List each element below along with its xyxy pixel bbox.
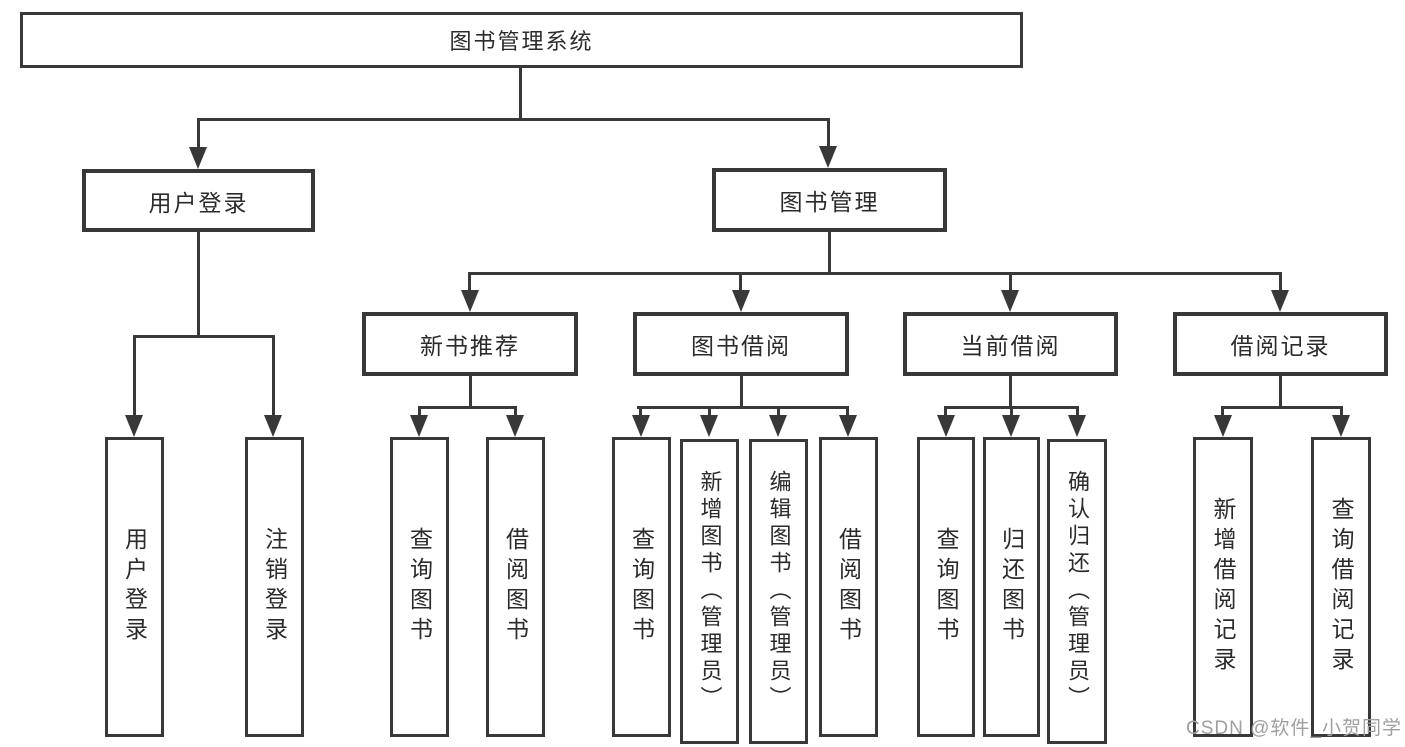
arrow-down [1001, 290, 1019, 312]
arrow-down [632, 415, 650, 437]
node-current-borrowing: 当前借阅 [903, 312, 1118, 376]
node-borrowing-records: 借阅记录 [1173, 312, 1388, 376]
connector-line [740, 376, 743, 409]
arrow-down [937, 415, 955, 437]
connector-line [1009, 376, 1012, 409]
connector-line [1279, 376, 1282, 409]
arrow-down [700, 415, 718, 437]
node-library-system: 图书管理系统 [20, 12, 1023, 68]
connector-line [1340, 406, 1343, 417]
leaf-current-query-book: 查询图书 [917, 437, 975, 737]
arrow-down [819, 146, 837, 168]
leaf-borrowing-query-book: 查询图书 [612, 437, 671, 737]
arrow-down [732, 290, 750, 312]
connector-line [418, 406, 421, 417]
connector-line [197, 232, 200, 338]
connector-line [1279, 272, 1282, 292]
node-book-borrowing: 图书借阅 [633, 312, 849, 376]
arrow-down [1271, 290, 1289, 312]
connector-line [133, 335, 136, 417]
arrow-down [189, 147, 207, 169]
node-new-book-recommendation: 新书推荐 [362, 312, 578, 376]
connector-line [1076, 406, 1079, 417]
connector-line [519, 68, 522, 120]
arrow-down [125, 415, 143, 437]
leaf-current-return-book: 归还图书 [983, 437, 1040, 737]
connector-line [637, 406, 849, 409]
arrow-down [506, 415, 524, 437]
leaf-records-add-borrow-record: 新增借阅记录 [1193, 437, 1253, 737]
connector-line [469, 376, 472, 409]
connector-line [468, 272, 471, 292]
arrow-down [1002, 415, 1020, 437]
connector-line [827, 118, 830, 150]
node-book-management: 图书管理 [712, 168, 947, 232]
leaf-recommend-borrow-book: 借阅图书 [486, 437, 545, 737]
connector-line [197, 118, 200, 150]
arrow-down [264, 415, 282, 437]
arrow-down [1068, 415, 1086, 437]
connector-line [468, 272, 1282, 275]
leaf-records-query-borrow-record: 查询借阅记录 [1311, 437, 1371, 737]
connector-line [197, 118, 830, 121]
connector-line [418, 406, 517, 409]
watermark: CSDN @软件_小贺同学 [1186, 718, 1402, 739]
leaf-borrowing-add-book-admin: 新增图书（管理员） [680, 439, 739, 744]
leaf-current-confirm-return-admin: 确认归还（管理员） [1047, 439, 1107, 744]
connector-line [639, 406, 642, 417]
arrow-down [461, 290, 479, 312]
connector-line [272, 335, 275, 417]
connector-line [828, 232, 831, 275]
connector-line [846, 406, 849, 417]
connector-line [1010, 406, 1013, 417]
leaf-user-login: 用户登录 [105, 437, 164, 737]
connector-line [708, 406, 711, 417]
connector-line [777, 406, 780, 417]
arrow-down [1332, 415, 1350, 437]
node-user-login: 用户登录 [82, 169, 315, 232]
arrow-down [769, 415, 787, 437]
leaf-logout: 注销登录 [245, 437, 304, 737]
connector-line [1221, 406, 1224, 417]
connector-line [1221, 406, 1343, 409]
connector-line [514, 406, 517, 417]
leaf-borrowing-edit-book-admin: 编辑图书（管理员） [749, 439, 808, 744]
connector-line [1009, 272, 1012, 292]
connector-line [133, 335, 275, 338]
leaf-borrowing-borrow-book: 借阅图书 [819, 437, 878, 737]
arrow-down [839, 415, 857, 437]
connector-line [944, 406, 947, 417]
arrow-down [410, 415, 428, 437]
leaf-recommend-query-book: 查询图书 [390, 437, 449, 737]
arrow-down [1214, 415, 1232, 437]
connector-line [739, 272, 742, 292]
